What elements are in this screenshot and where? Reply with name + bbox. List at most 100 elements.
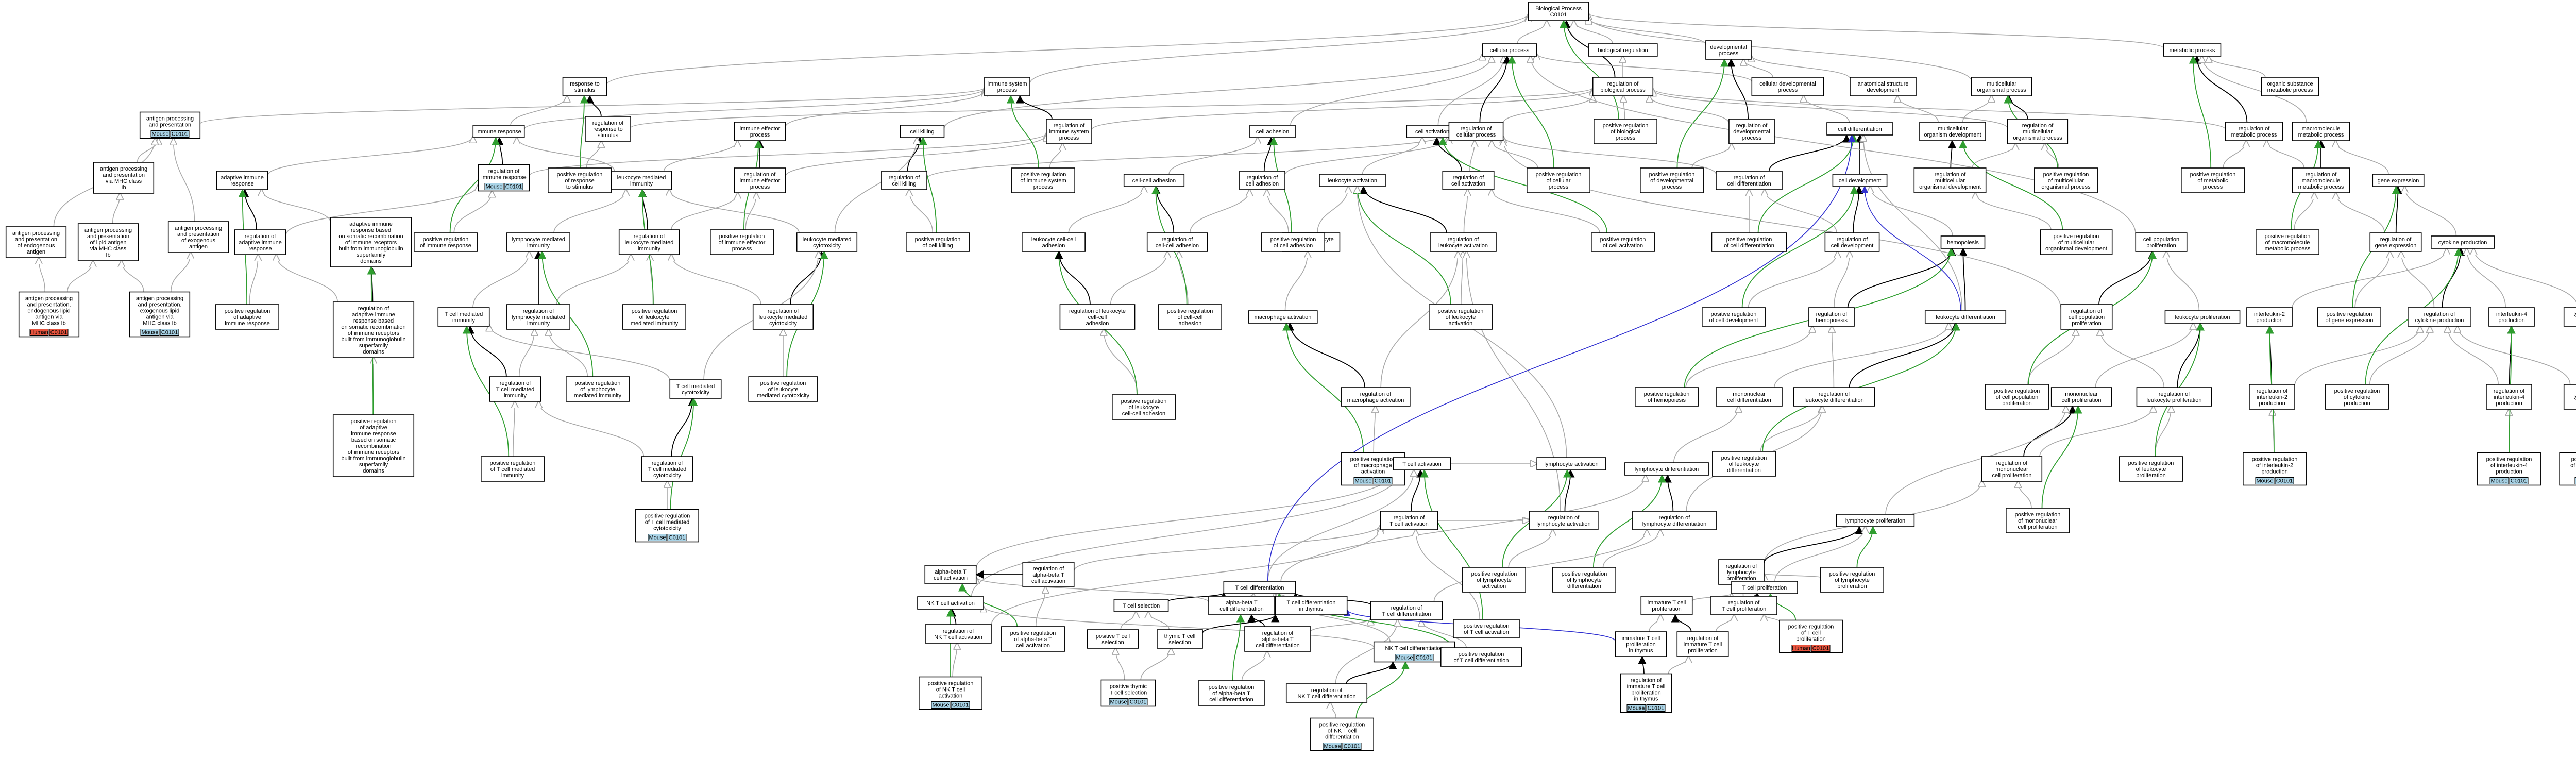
- is-a-edge: [553, 190, 626, 233]
- node-label-line: positive regulation: [1994, 388, 2040, 394]
- node-label-line: adaptive immune: [349, 221, 393, 227]
- node-label-line: NK T cell differentiation: [1385, 646, 1443, 652]
- part-of-edge: [1947, 140, 1957, 169]
- regulates-edge: [1861, 186, 1961, 311]
- node-label-line: of metabolic: [2197, 178, 2228, 184]
- node-label-line: regulation of: [2159, 391, 2190, 397]
- is-a-edge: [2292, 248, 2447, 308]
- is-a-edge: [926, 134, 1449, 179]
- node-box: [1261, 232, 1325, 252]
- node-label-line: positive regulation: [1021, 172, 1066, 178]
- node-label-line: regulation of: [1734, 175, 1765, 181]
- positively-regulates-edge: [1559, 20, 1619, 120]
- part-of-edge: [241, 189, 257, 230]
- go-term-node: leukocyte activation: [1319, 174, 1386, 187]
- node-label-line: of adaptive: [233, 314, 261, 321]
- node-label-line: of lymphocyte: [1477, 577, 1512, 583]
- node-box: [1112, 394, 1176, 420]
- node-label-line: positive regulation: [2190, 172, 2236, 178]
- is-a-edge: [1773, 323, 1949, 388]
- is-a-edge: [606, 14, 1529, 85]
- node-box: [1249, 125, 1296, 138]
- node-box: [2408, 307, 2471, 327]
- node-box: [1913, 167, 1987, 193]
- go-term-node: leukocyte proliferation: [2164, 310, 2241, 324]
- is-a-edge: [39, 258, 46, 292]
- organism-badge: [140, 329, 160, 336]
- is-a-edge: [1049, 144, 1063, 169]
- code-badge-label: C0101: [2511, 478, 2527, 484]
- node-box: [2559, 452, 2576, 486]
- node-label-line: differentiation: [1727, 467, 1761, 474]
- node-box: [635, 509, 699, 543]
- node-box: [1832, 174, 1888, 187]
- part-of-edge: [1663, 474, 1674, 512]
- node-label-line: T cell proliferation: [1742, 585, 1787, 591]
- node-box: [1448, 122, 1504, 141]
- node-box: [18, 291, 80, 338]
- node-label-line: domains: [363, 468, 384, 474]
- node-box: [332, 301, 415, 358]
- node-box: [1310, 717, 1374, 751]
- is-a-edge: [586, 141, 601, 169]
- positively-regulates-edge: [670, 397, 698, 510]
- node-label-line: positive regulation: [1649, 172, 1695, 178]
- node-label-line: T cell differentiation: [1287, 600, 1336, 606]
- is-a-edge: [1503, 136, 1717, 175]
- is-a-edge: [1834, 251, 1850, 308]
- node-label-line: activation: [1361, 469, 1385, 475]
- node-label-line: biological regulation: [1598, 47, 1648, 54]
- positively-regulates-edge: [1741, 186, 1858, 308]
- node-label-line: of NK T cell: [1328, 728, 1357, 734]
- node-label-line: of immune receptors: [348, 330, 400, 337]
- is-a-edge: [1774, 527, 1865, 582]
- node-box: [1716, 171, 1783, 190]
- node-label-line: metabolic process: [2298, 184, 2344, 190]
- organism-badge-label: Mouse: [151, 131, 168, 138]
- part-of-edge: [1764, 526, 1863, 564]
- node-label-line: regulation of: [1453, 175, 1484, 181]
- node-label-line: leukocyte proliferation: [2146, 397, 2201, 403]
- node-label-line: of leukocyte: [1129, 405, 1159, 411]
- organism-badge-label: Mouse: [1396, 655, 1413, 661]
- node-label-line: regulation of: [1311, 687, 1343, 694]
- is-a-edge: [1362, 138, 1422, 175]
- node-box: [924, 565, 977, 584]
- node-label-line: positive regulation: [1562, 571, 1607, 577]
- is-a-edge: [1120, 612, 1136, 630]
- node-label-line: regulation of: [2022, 123, 2054, 129]
- node-box: [734, 122, 786, 141]
- is-a-edge: [1832, 326, 1834, 388]
- node-label-line: and presentation,: [27, 302, 71, 308]
- code-badge: [667, 534, 687, 541]
- node-label-line: production: [2344, 400, 2370, 407]
- is-a-edge: [1502, 96, 1593, 124]
- node-label-line: of immune effector: [719, 240, 766, 246]
- go-term-node: lymphocyte differentiation: [1624, 462, 1709, 476]
- node-label-line: of T cell activation: [1464, 629, 1509, 635]
- is-a-edge: [2100, 329, 2165, 388]
- node-box: [1716, 387, 1783, 407]
- node-label-line: immunity: [501, 473, 524, 479]
- positively-regulates-edge: [1420, 469, 1483, 620]
- organism-badge: [1791, 645, 1811, 652]
- node-label-line: cell proliferation: [2061, 397, 2101, 403]
- node-label-line: process: [750, 132, 770, 138]
- node-box: [748, 376, 818, 402]
